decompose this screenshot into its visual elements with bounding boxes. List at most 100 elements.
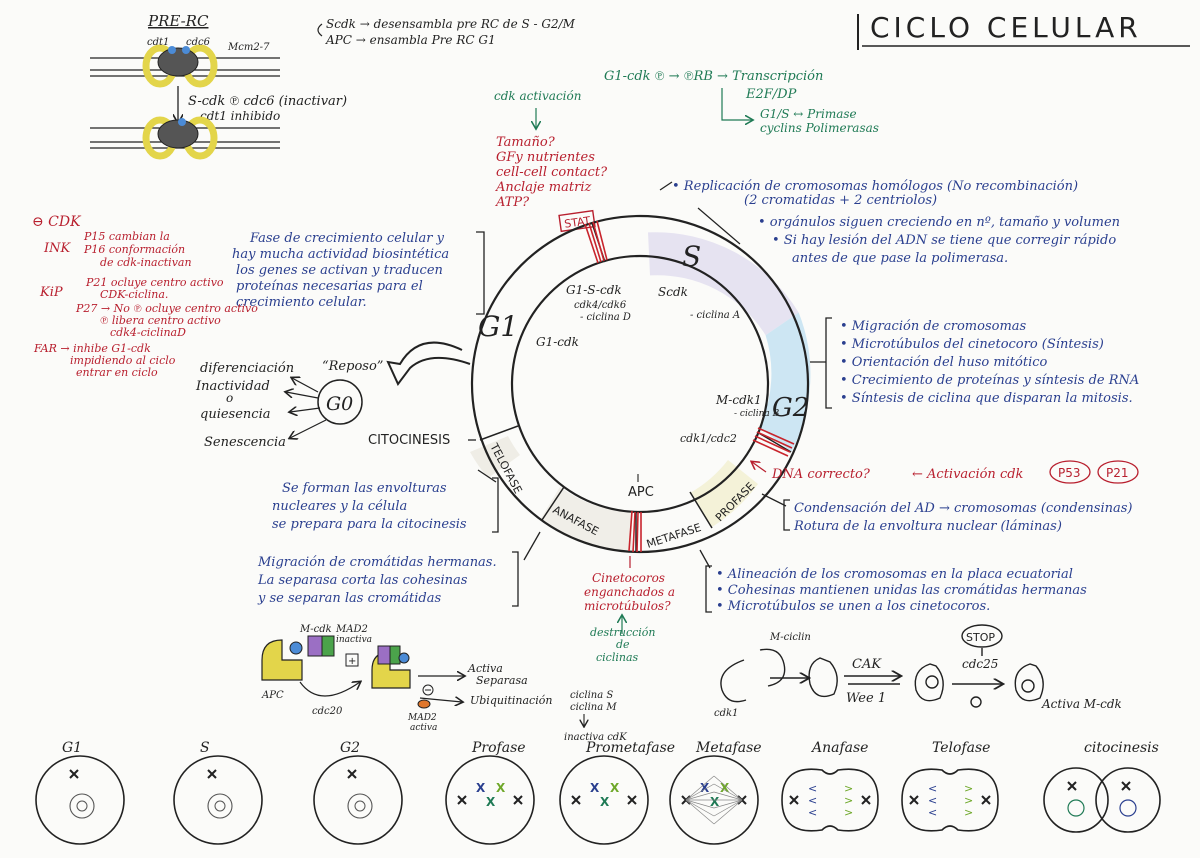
telofase-note-3: se prepara para la citocinesis [272, 517, 467, 532]
g0-block: “Reposo” G0 diferenciación Inactividad o… [195, 341, 471, 450]
g0-state-5: Senescencia [204, 435, 286, 450]
g1cdk-line-3: G1/S ↔ Primase [760, 107, 857, 121]
stage-cell-anafase: Anafase<><><> [781, 740, 879, 832]
ink-line-1: P15 cambian la [83, 230, 170, 243]
metafase-note: • Alineación de los cromosomas en la pla… [584, 556, 1087, 664]
g1-description: Fase de crecimiento celular y hay mucha … [232, 231, 485, 315]
profase-note-1: Condensación del AD → cromosomas (conden… [794, 501, 1133, 516]
cell-outline [559, 755, 649, 845]
ink-line-3: de cdk-inactivan [100, 256, 192, 269]
svg-text:<: < [928, 806, 937, 819]
profase-note-2: Rotura de la envoltura nuclear (láminas) [793, 519, 1062, 534]
apc-mcdk: M-cdk [299, 624, 332, 635]
g0-exit-arrow [386, 341, 471, 386]
p21-badge [1097, 460, 1139, 484]
apc-ubiquitinacion: Ubiquitinación [470, 694, 552, 707]
stage-label: Prometafase [585, 740, 675, 756]
m-check-a-1: destrucción [590, 626, 656, 639]
phase-citocinesis: CITOCINESIS [368, 433, 450, 448]
apc-inactiva-cdk: inactiva cdK [564, 732, 627, 743]
apc-cdc20: cdc20 [312, 706, 343, 717]
svg-text:>: > [964, 794, 973, 807]
svg-text:<: < [928, 782, 937, 795]
apc-mechanism: M-cdk MAD2 inactiva APC cdc20 + Activa S… [261, 624, 627, 743]
g0-label: G0 [326, 393, 353, 415]
cell-outline [901, 768, 999, 832]
g2-checkpoint-stripe [752, 427, 795, 457]
cdk1-shape [720, 659, 747, 703]
phase-s: S [682, 240, 701, 273]
telofase-note-1: Se forman las envolturas [282, 481, 447, 496]
stage-label: Telofase [932, 740, 990, 756]
check-q-5: ATP? [495, 195, 530, 210]
apc-activa-2: activa [410, 723, 437, 733]
apc-mad2: MAD2 [335, 624, 368, 635]
stage-cell-telofase: Telofase<><><> [901, 740, 999, 832]
apc-ciclinaS: ciclina S [570, 690, 613, 701]
apc-ciclinaM: ciclina M [570, 702, 617, 713]
check-q-4: Anclaje matriz [495, 180, 591, 195]
g1-note-2: hay mucha actividad biosintética [232, 247, 449, 262]
stage-label: G1 [62, 740, 82, 756]
stage-label: Profase [471, 740, 526, 756]
svg-text:<: < [808, 782, 817, 795]
g2-notes: • Migración de cromosomas • Microtúbulos… [800, 317, 1139, 409]
inner-scdk: Scdk [658, 285, 688, 299]
prerc-note-2: APC → ensambla Pre RC G1 [325, 33, 496, 47]
s-note-4: • Si hay lesión del ADN se tiene que cor… [772, 233, 1116, 248]
svg-text:>: > [964, 782, 973, 795]
stage-cell-citocinesis: citocinesis [1043, 740, 1161, 833]
cell-outline [173, 755, 263, 845]
page-title: CICLO CELULAR [870, 11, 1142, 44]
kip-line-4: ℗ libera centro activo [100, 314, 221, 327]
cdt1-label: cdt1 [147, 37, 169, 48]
stage-label: Metafase [695, 740, 762, 756]
inner-cdk1cdc2: cdk1/cdc2 [680, 432, 737, 445]
cdk-activacion: cdk activación [494, 89, 581, 103]
inner-g1s-cdk: G1-S-cdk [566, 283, 622, 297]
nucleus [347, 793, 373, 819]
svg-text:<: < [928, 794, 937, 807]
g2-note-2: • Microtúbulos del cinetocoro (Síntesis) [840, 337, 1104, 352]
s-note-1: • Replicación de cromosomas homólogos (N… [672, 179, 1078, 194]
g1cdk-line-2: E2F/DP [745, 87, 797, 102]
g0-state-4: quiesencia [200, 407, 270, 422]
p21-label: P21 [1106, 466, 1129, 480]
s-notes: • Replicación de cromosomas homólogos (N… [659, 179, 1120, 266]
phase-metafase: METAFASE [645, 521, 703, 551]
svg-text:<: < [808, 794, 817, 807]
metafase-note-1: • Alineación de los cromosomas en la pla… [716, 567, 1073, 582]
g1-checkpoint-stripe [584, 220, 608, 264]
cell-outline [669, 755, 759, 845]
phase-g1: G1 [478, 310, 518, 343]
orc-complex [157, 47, 199, 77]
telofase-band [470, 436, 520, 478]
p53-label: P53 [1058, 466, 1081, 480]
stop-label: STOP [966, 631, 995, 644]
g1cdk-pathway: G1-cdk ℗ → ℗RB → Transcripción E2F/DP G1… [604, 69, 879, 135]
g0-state-3: o [226, 391, 233, 405]
metafase-note-3: • Microtúbulos se unen a los cinetocoros… [716, 599, 990, 614]
apc-mad2-2: MAD2 [407, 713, 437, 723]
cak-cdk1: cdk1 [714, 708, 738, 719]
check-q-1: Tamaño? [496, 135, 556, 150]
telofase-note: Se forman las envolturas nucleares y la … [272, 477, 499, 533]
far-line-2: impidiendo al ciclo [70, 354, 176, 367]
m-check-a-2: de [616, 638, 630, 651]
cak-activa-mcdk: Activa M-cdk [1041, 697, 1122, 711]
g2-note-1: • Migración de cromosomas [840, 319, 1027, 334]
g1-note-3: los genes se activan y traducen [236, 263, 443, 278]
svg-text:X: X [600, 795, 610, 809]
m-checkpoint-stripe [628, 510, 642, 553]
cell-outline [35, 755, 125, 845]
inner-mcdk: M-cdk1 [715, 393, 762, 407]
cak-label: CAK [852, 657, 882, 672]
kip-line-3: P27 → No ℗ ocluye centro activo [75, 302, 258, 315]
anafase-note-1: Migración de cromátidas hermanas. [257, 555, 497, 570]
cak-mciclin: M-ciclin [769, 632, 811, 643]
title-block: CICLO CELULAR [857, 11, 1190, 50]
stage-label: S [200, 740, 210, 756]
